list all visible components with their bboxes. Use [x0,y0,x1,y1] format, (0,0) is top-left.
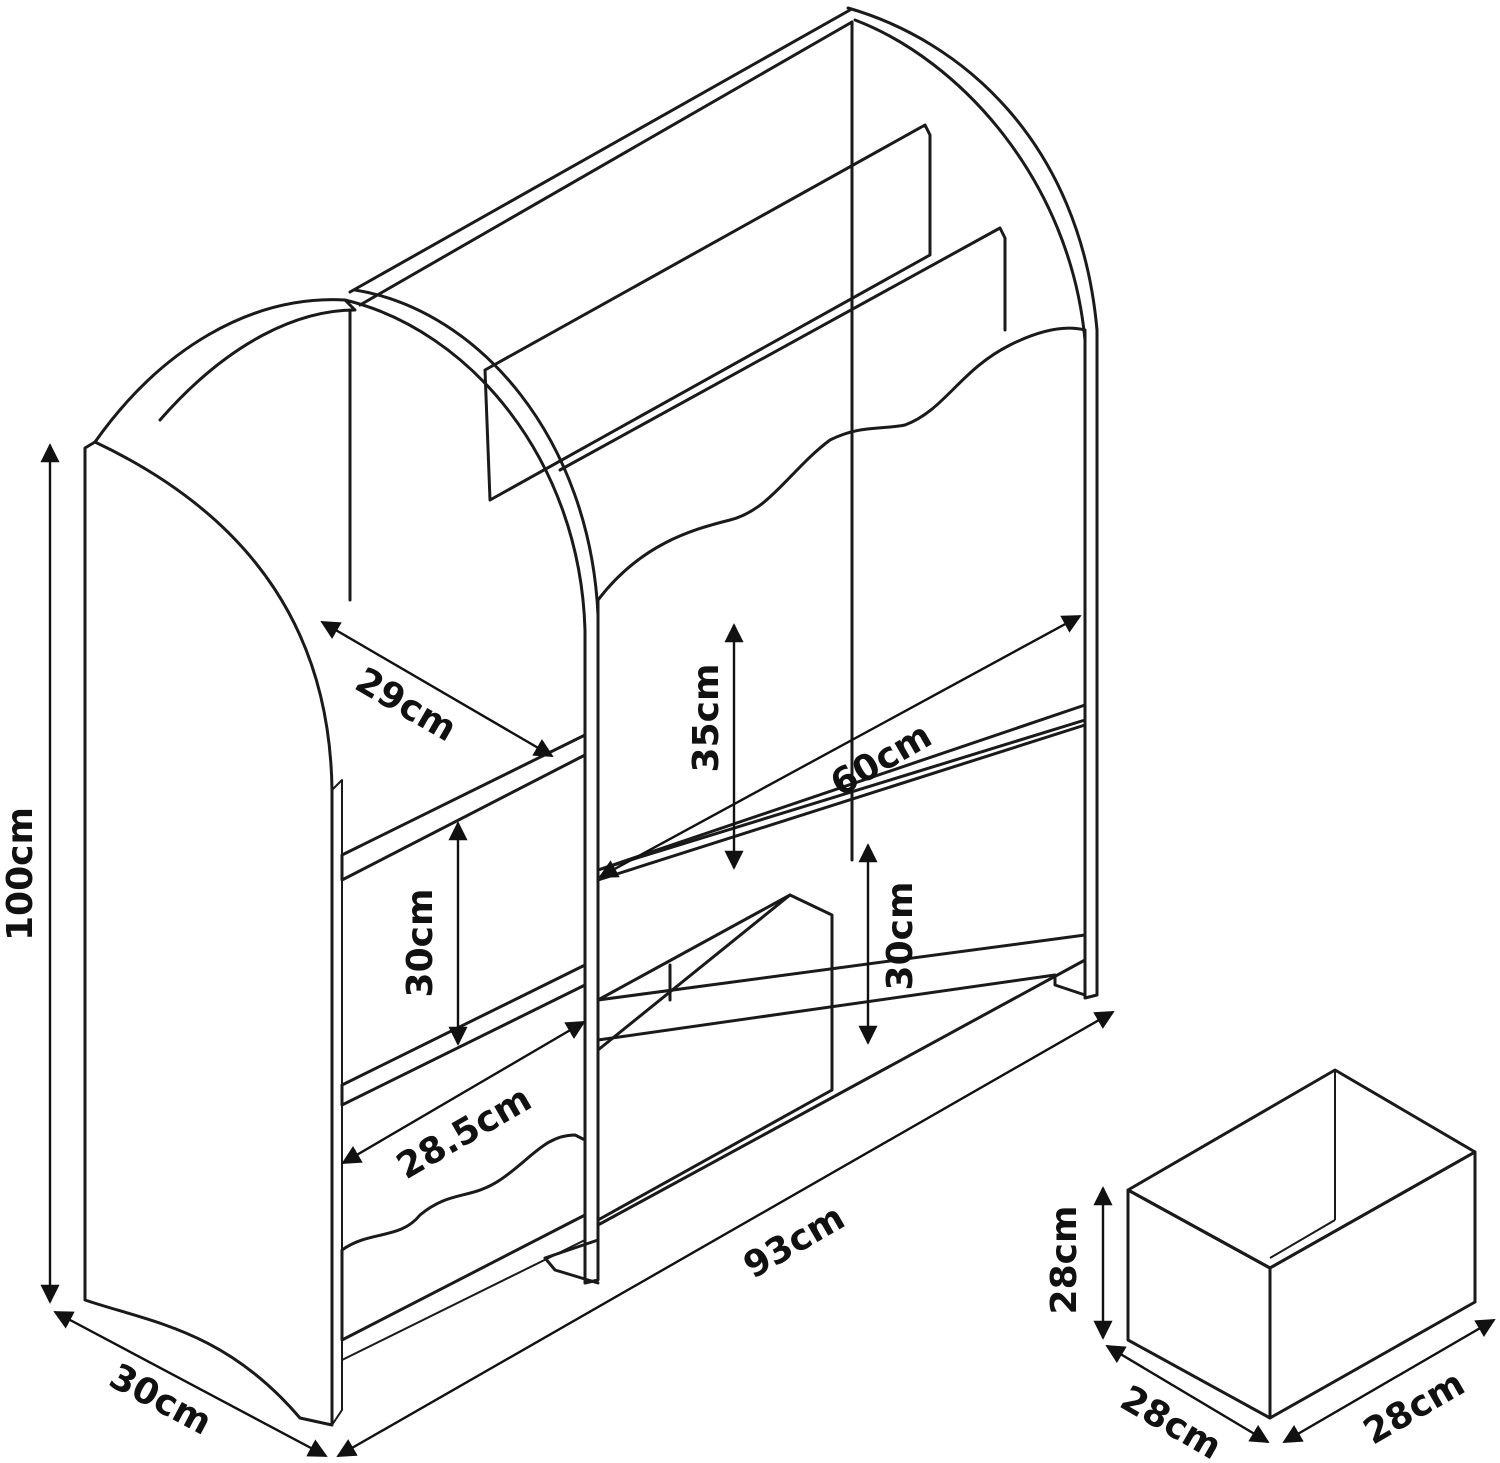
box-depth-label: 28cm [1113,1378,1228,1463]
side-shelf-depth-label: 29cm [348,660,463,750]
lower-shelf-height-label: 30cm [880,882,921,991]
side-shelf-height-label: 30cm [400,889,441,998]
storage-box-drawing [1126,1068,1477,1420]
inner-storage-bin [596,893,834,1222]
height-label: 100cm [0,807,41,941]
box-front-face [1126,1188,1272,1420]
box-height-label: 28cm [1044,1206,1085,1315]
back-top-rail-inner [358,20,854,307]
width-arrow [336,1010,1115,1458]
side-bin-width-arrow [341,1020,586,1165]
left-upper-shelf [340,733,587,882]
box-depth-arrow [1105,1344,1270,1444]
left-side-panel [83,440,334,1427]
dimension-arrows [40,443,1496,1458]
dimension-labels: 100cm 30cm 93cm 29cm 30cm 28.5cm 35cm 60… [0,660,1472,1463]
left-bin-front [340,1133,587,1342]
depth-arrow [53,1310,328,1458]
width-label: 93cm [737,1197,852,1287]
mid-sling-divider [558,226,1007,472]
box-width-arrow [1282,1318,1496,1444]
box-top-rim [1126,1068,1477,1270]
back-top-rail [348,8,852,294]
inner-bin-front [596,893,792,1002]
left-middle-shelf [340,963,587,1107]
side-bin-width-label: 28.5cm [390,1078,538,1187]
sling-height-label: 35cm [686,664,727,773]
sling-width-label: 60cm [824,715,939,805]
box-inner-floor [1269,1219,1336,1259]
front-sling-panel [596,326,1087,872]
lower-right-shelf [596,933,1087,1042]
bookshelf-drawing [83,6,1099,1427]
left-bottom-base [341,1239,586,1361]
sling-width-arrow [598,614,1082,879]
side-shelf-depth-arrow [320,620,554,758]
box-width-label: 28cm [1357,1363,1472,1453]
left-panel-arch [93,298,357,444]
rear-sling-divider [483,123,932,502]
right-side-panel [846,6,1099,1000]
